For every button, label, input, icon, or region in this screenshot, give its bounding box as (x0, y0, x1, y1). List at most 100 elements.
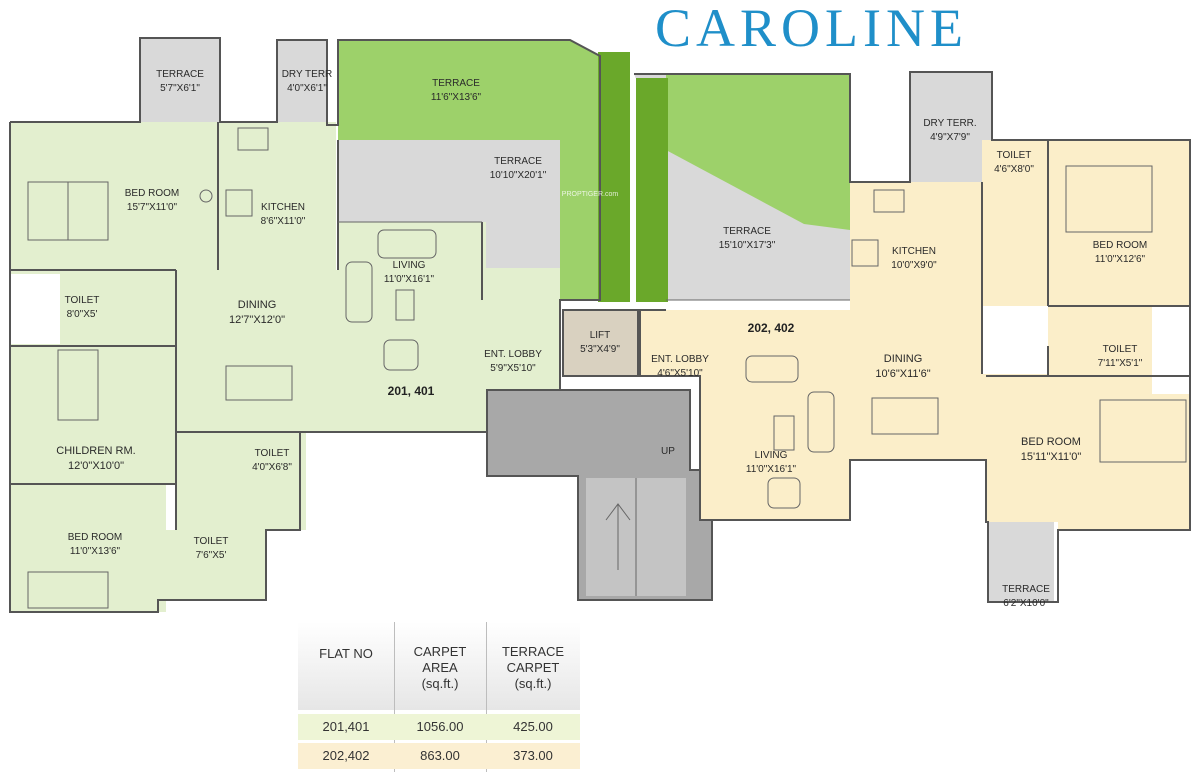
terrace-a3-area (338, 140, 560, 268)
size-toilet-b1: 4'6"X8'0" (994, 164, 1034, 175)
cell-flat: 201,401 (322, 719, 370, 734)
children-room-area (10, 346, 176, 484)
dry-terrace-b-area (910, 72, 992, 182)
label-toilet-a2: TOILET (255, 448, 290, 459)
sink-b (873, 189, 905, 213)
area-table-header (298, 622, 580, 710)
dining-table-a (225, 365, 293, 401)
label-toilet-b2: TOILET (1103, 344, 1138, 355)
stove-a (225, 189, 253, 217)
label-dry-terrace-b: DRY TERR. (923, 118, 976, 129)
label-living-a: LIVING (393, 260, 426, 271)
sofa-b1 (745, 355, 799, 383)
brand-logo: CAROLINE (655, 0, 968, 58)
flat-a-number: 201, 401 (388, 384, 435, 398)
dining-table-b (871, 397, 939, 435)
label-terrace-b2: TERRACE (1002, 584, 1050, 595)
size-toilet-a1: 8'0"X5' (67, 309, 98, 320)
size-lobby-b: 4'6"X5'10" (657, 368, 703, 379)
kitchen-a-area (218, 122, 336, 270)
label-dining-b: DINING (884, 353, 923, 365)
sink-a (237, 127, 269, 151)
table-row: 201,401 1056.00 425.00 (298, 714, 580, 740)
watermark: PROPTIGER.com (562, 191, 619, 198)
stove-b (851, 239, 879, 267)
label-toilet-a1: TOILET (65, 295, 100, 306)
label-dining-a: DINING (238, 299, 277, 311)
label-lobby-a: ENT. LOBBY (484, 349, 542, 360)
size-toilet-b2: 7'11"X5'1" (1098, 358, 1143, 369)
bed-a2 (57, 349, 99, 421)
label-toilet-b1: TOILET (997, 150, 1032, 161)
size-dining-b: 10'6"X11'6" (875, 368, 930, 380)
size-toilet-a3: 7'6"X5' (196, 550, 227, 561)
label-living-b: LIVING (755, 450, 788, 461)
dry-terrace-a-area (277, 40, 327, 125)
flat-b-floorplan (634, 71, 1196, 603)
size-children-room: 12'0"X10'0" (68, 460, 124, 472)
size-living-a: 11'0"X16'1" (384, 274, 435, 285)
label-terrace-a1: TERRACE (156, 69, 204, 80)
size-terrace-a1: 5'7"X6'1" (160, 83, 200, 94)
sofa-b2 (807, 391, 835, 453)
label-dry-terrace-a: DRY TERR (282, 69, 333, 80)
size-bedroom-a1: 15'7"X11'0" (127, 202, 178, 213)
size-bedroom-b1: 11'0"X12'6" (1095, 254, 1146, 265)
sofa-a2 (345, 261, 373, 323)
toilet-a2-area (176, 432, 306, 530)
room-labels: TERRACE 5'7"X6'1" DRY TERR 4'0"X6'1" TER… (56, 69, 1147, 609)
flat-a-floorplan (9, 37, 630, 613)
label-toilet-a3: TOILET (194, 536, 229, 547)
duct-a2 (266, 530, 300, 600)
cell-terrace: 373.00 (513, 748, 553, 763)
size-dining-a: 12'7"X12'0" (229, 314, 285, 326)
duct-a1 (10, 274, 60, 344)
green-strip-b (636, 78, 668, 302)
label-bedroom-a3: BED ROOM (68, 532, 122, 543)
size-dry-terrace-b: 4'9"X7'9" (930, 132, 970, 143)
label-stair-up: UP (661, 446, 675, 457)
terrace-b1-green (666, 74, 850, 230)
size-terrace-a2: 11'6"X13'6" (431, 92, 482, 103)
size-toilet-a2: 4'0"X6'8" (252, 462, 292, 473)
coffee-table-a (395, 289, 415, 321)
core (486, 309, 713, 601)
cell-carpet: 1056.00 (416, 719, 464, 734)
label-kitchen-a: KITCHEN (261, 202, 305, 213)
size-kitchen-b: 10'0"X9'0" (891, 260, 937, 271)
size-terrace-a3: 10'10"X20'1" (490, 170, 547, 181)
terrace-b2-area (988, 522, 1054, 602)
bedroom-a1-area (10, 122, 218, 270)
table-divider (486, 622, 487, 772)
label-lift: LIFT (590, 330, 611, 341)
flat-b-number: 202, 402 (748, 321, 795, 335)
living-a-area (338, 222, 486, 432)
green-strip-a (598, 52, 630, 302)
label-terrace-b1: TERRACE (723, 226, 771, 237)
size-bedroom-a3: 11'0"X13'6" (70, 546, 121, 557)
dining-a-area (176, 270, 340, 432)
table-divider (394, 622, 395, 772)
terrace-a2-area (338, 40, 600, 300)
col-header-carpet-area: CARPET AREA (sq.ft.) (413, 644, 467, 691)
bed-b1 (1065, 165, 1153, 233)
area-table: FLAT NO CARPET AREA (sq.ft.) TERRACE CAR… (298, 622, 580, 772)
size-dry-terrace-a: 4'0"X6'1" (287, 83, 327, 94)
size-terrace-b1: 15'10"X17'3" (719, 240, 776, 251)
bedroom-b1-area (1048, 140, 1190, 306)
label-bedroom-a1: BED ROOM (125, 188, 179, 199)
bed-b2 (1099, 399, 1187, 463)
terrace-a1-area (140, 38, 220, 126)
bed-a3 (27, 571, 109, 609)
label-bedroom-b1: BED ROOM (1093, 240, 1147, 251)
size-living-b: 11'0"X16'1" (746, 464, 797, 475)
size-terrace-b2: 6'2"X10'0" (1003, 598, 1049, 609)
table-row: 202,402 863.00 373.00 (298, 743, 580, 769)
col-header-terrace-carpet: TERRACE CARPET (sq.ft.) (501, 644, 565, 691)
label-bedroom-b2: BED ROOM (1021, 436, 1081, 448)
toilet-a3-area (158, 530, 266, 600)
cell-terrace: 425.00 (513, 719, 553, 734)
label-terrace-a2: TERRACE (432, 78, 480, 89)
size-lobby-a: 5'9"X5'10" (490, 363, 536, 374)
